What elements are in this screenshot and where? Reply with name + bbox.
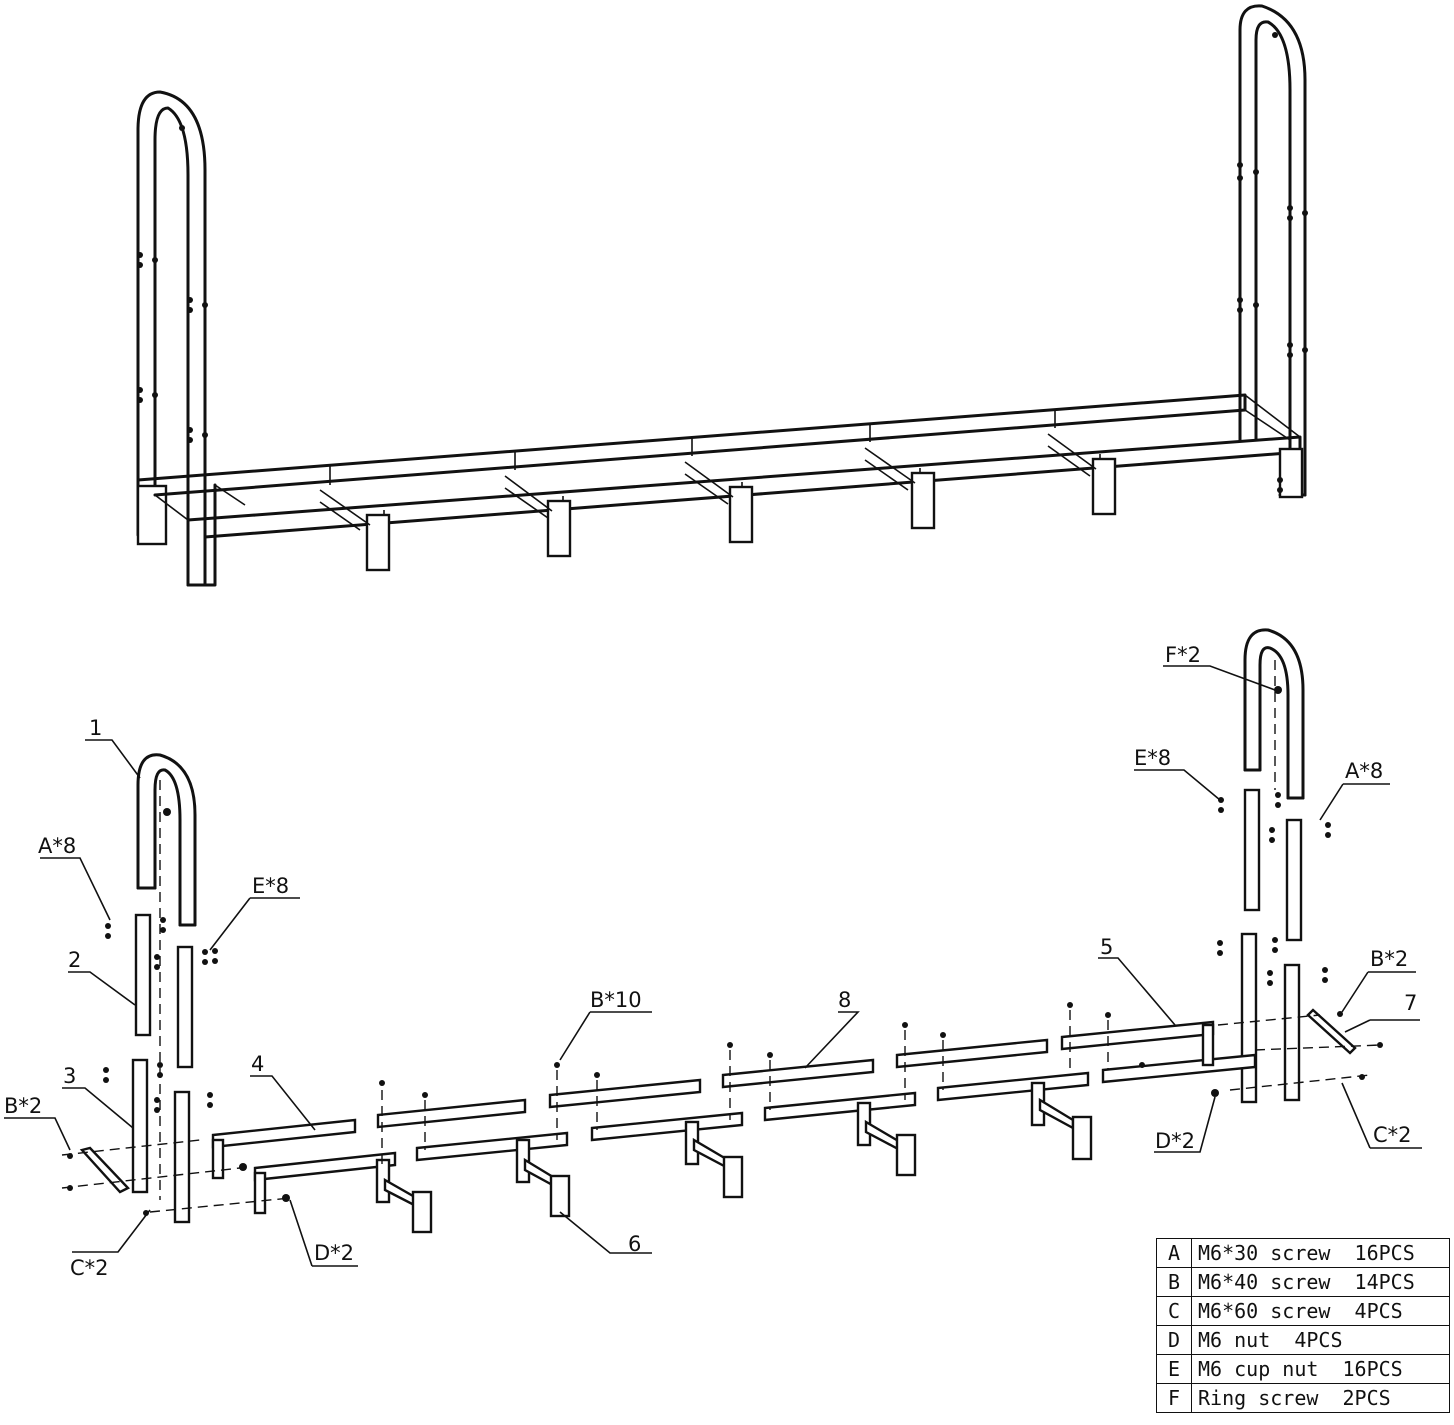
hardware-row: C M6*60 screw 4PCS <box>1156 1296 1450 1326</box>
label-a8-left: A*8 <box>38 834 76 858</box>
label-b2-left: B*2 <box>4 1094 42 1118</box>
hardware-key: B <box>1156 1267 1192 1297</box>
label-c2-left: C*2 <box>70 1256 109 1280</box>
hardware-desc: M6*40 screw 14PCS <box>1191 1267 1450 1297</box>
hardware-key: D <box>1156 1325 1192 1355</box>
label-part-7: 7 <box>1404 991 1417 1015</box>
label-part-8: 8 <box>838 988 851 1012</box>
hardware-row: B M6*40 screw 14PCS <box>1156 1267 1450 1297</box>
hardware-key: E <box>1156 1354 1192 1384</box>
label-part-3: 3 <box>63 1064 76 1088</box>
hardware-row: F Ring screw 2PCS <box>1156 1383 1450 1413</box>
label-f2: F*2 <box>1165 643 1201 667</box>
label-part-4: 4 <box>251 1052 264 1076</box>
label-e8-left: E*8 <box>252 874 289 898</box>
label-part-1: 1 <box>89 716 102 740</box>
hardware-desc: M6*30 screw 16PCS <box>1191 1238 1450 1268</box>
label-d2-left: D*2 <box>314 1241 354 1265</box>
hardware-key: A <box>1156 1238 1192 1268</box>
exploded-view: 1 A*8 E*8 2 3 B*2 C*2 D*2 4 B*10 8 5 6 F… <box>4 628 1422 1280</box>
label-part-6: 6 <box>628 1232 641 1256</box>
label-part-5: 5 <box>1100 935 1113 959</box>
hardware-desc: M6 cup nut 16PCS <box>1191 1354 1450 1384</box>
hardware-row: E M6 cup nut 16PCS <box>1156 1354 1450 1384</box>
hardware-row: D M6 nut 4PCS <box>1156 1325 1450 1355</box>
label-e8-right: E*8 <box>1134 746 1171 770</box>
label-d2-right: D*2 <box>1155 1129 1195 1153</box>
hardware-key: F <box>1156 1383 1192 1413</box>
hardware-desc: Ring screw 2PCS <box>1191 1383 1450 1413</box>
label-b2-right: B*2 <box>1370 947 1408 971</box>
label-part-2: 2 <box>68 948 81 972</box>
hardware-desc: M6 nut 4PCS <box>1191 1325 1450 1355</box>
label-c2-right: C*2 <box>1373 1123 1412 1147</box>
label-b10: B*10 <box>590 988 642 1012</box>
hardware-table: A M6*30 screw 16PCS B M6*40 screw 14PCS … <box>1156 1238 1450 1413</box>
assembled-rack <box>136 4 1308 587</box>
hardware-desc: M6*60 screw 4PCS <box>1191 1296 1450 1326</box>
hardware-row: A M6*30 screw 16PCS <box>1156 1238 1450 1268</box>
label-a8-right: A*8 <box>1345 759 1383 783</box>
hardware-key: C <box>1156 1296 1192 1326</box>
